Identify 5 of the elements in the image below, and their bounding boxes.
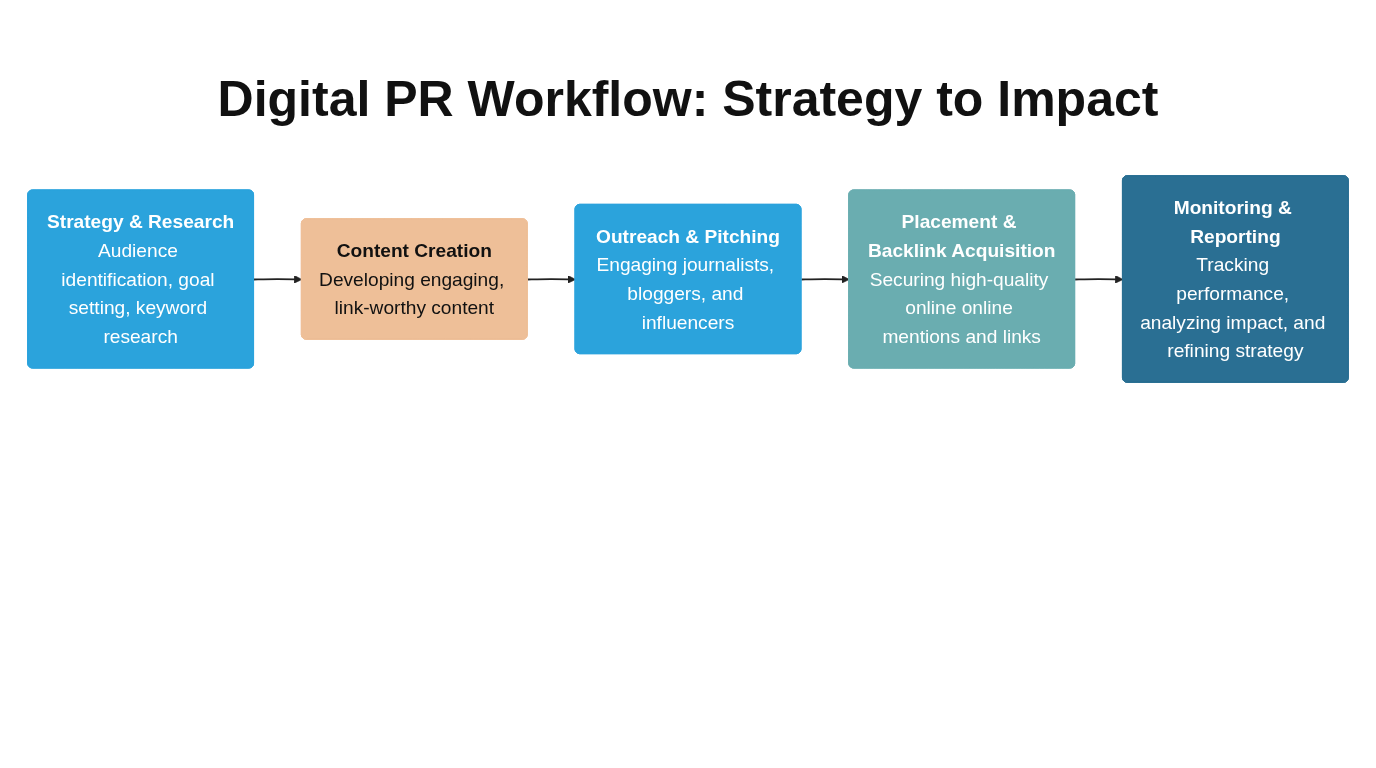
arrow <box>526 275 576 284</box>
arrow <box>1074 275 1124 284</box>
arrow <box>253 275 303 284</box>
arrow <box>800 275 850 284</box>
diagram-title: Digital PR Workflow: Strategy to Impact <box>216 70 1160 128</box>
